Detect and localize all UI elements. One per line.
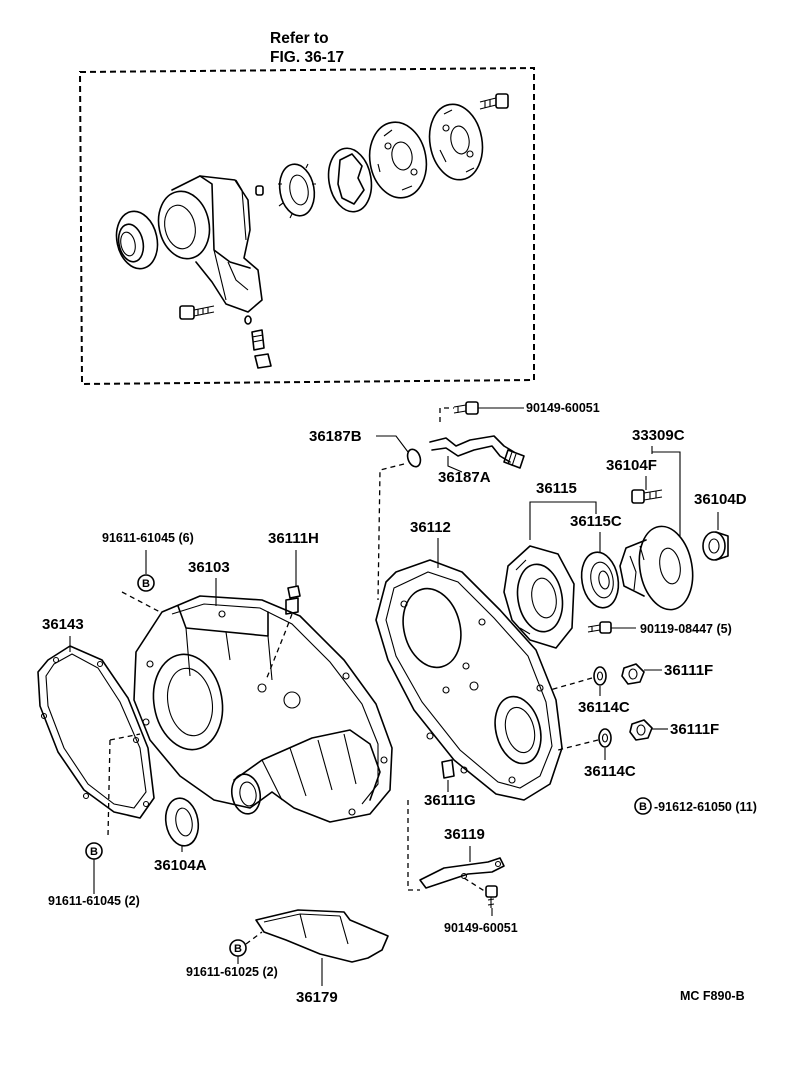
nut-36111F-lower [629,719,653,741]
bolt-marker-lower-left: B [85,842,103,860]
gasket-36143 [37,645,155,819]
label-90149-60051-top: 90149-60051 [526,401,600,415]
rear-cover-36115 [503,545,575,649]
reference-boundary-box [78,66,535,386]
label-91612-61050-11: -91612-61050 (11) [654,800,757,814]
label-36111H: 36111H [268,530,319,547]
label-36187B: 36187B [309,428,362,445]
dash-bracket-to-bolt [463,877,487,893]
reference-pump-cover [368,121,428,199]
label-36111G: 36111G [424,792,476,809]
cover-36179 [255,909,389,963]
leader-36115 [529,501,597,540]
label-36115C: 36115C [570,513,622,530]
reference-text-line2: FIG. 36-17 [270,49,344,66]
figure-code: MC F890-B [680,989,745,1003]
seal-36104A [164,797,200,847]
bolt-90119-08447 [587,621,612,634]
reference-oil-seal [115,210,159,270]
reference-retainer-plate [428,103,484,181]
tube-36187A [429,435,525,469]
plate-36112 [375,559,563,801]
label-36179: 36179 [296,989,338,1006]
label-90149-60051-bottom: 90149-60051 [444,921,518,935]
pin-36111G [441,759,455,779]
reference-pump-body [327,147,373,213]
bolt-36104F [631,489,663,504]
dash-washer-upper [549,677,593,691]
dash-gasket-marker [107,733,141,837]
nut-36111F-upper [621,663,645,685]
dash-bracket-to-plate [407,800,420,891]
bolt-marker-letter-right: B [639,801,647,813]
breather-36111H [285,585,301,615]
label-91611-61045-2: 91611-61045 (2) [48,894,140,908]
leader-36187A [447,456,463,473]
leader-36187B [376,435,409,453]
label-36187A: 36187A [438,469,491,486]
reference-bolt-left [179,305,215,320]
cap-36104D [702,531,729,561]
reference-text-line1: Refer to [270,30,329,47]
dash-marker-to-case [121,591,161,613]
housing-33309C [619,525,694,611]
label-36143: 36143 [42,616,84,633]
bracket-36119 [419,857,505,889]
dash-bolt-to-tube [439,407,454,422]
bolt-marker-bottom: B [229,939,247,957]
label-36114C-lower: 36114C [584,763,636,780]
label-90119-08447-5: 90119-08447 (5) [640,622,732,636]
bolt-90149-60051-top [453,401,479,415]
transfer-case-36103 [133,595,393,823]
dash-marker-to-cover [245,931,263,945]
label-36115: 36115 [536,480,577,497]
washer-36114C-lower [598,728,612,748]
dash-breather-to-case [265,613,293,681]
label-36111F-upper: 36111F [664,662,713,679]
label-36103: 36103 [188,559,230,576]
dash-oring-to-case [377,463,405,601]
label-36111F-lower: 36111F [670,721,719,738]
label-36104A: 36104A [154,857,207,874]
label-91611-61025-2: 91611-61025 (2) [186,965,278,979]
reference-bolt-top [479,93,509,110]
reference-small-parts [244,185,272,369]
seal-36115C [580,551,620,609]
bolt-marker-right: B [634,797,652,815]
bolt-90149-60051-bottom [485,885,498,908]
label-33309C: 33309C [632,427,685,444]
label-36104F: 36104F [606,457,657,474]
dash-washer-lower [557,739,599,751]
label-91611-61045-6: 91611-61045 (6) [102,531,194,545]
label-36119: 36119 [444,826,485,843]
leader-33309C [651,446,681,536]
label-36114C-upper: 36114C [578,699,630,716]
bolt-marker-letter-top: B [142,578,150,590]
reference-extension-housing [157,175,263,313]
label-36104D: 36104D [694,491,747,508]
reference-pump-gear [278,163,316,219]
washer-36114C-upper [593,666,607,686]
bolt-marker-letter-lower-left: B [90,846,98,858]
label-36112: 36112 [410,519,451,536]
bolt-marker-letter-bottom: B [234,943,242,955]
bolt-marker-top: B [137,574,155,592]
oring-36187B [406,448,422,468]
